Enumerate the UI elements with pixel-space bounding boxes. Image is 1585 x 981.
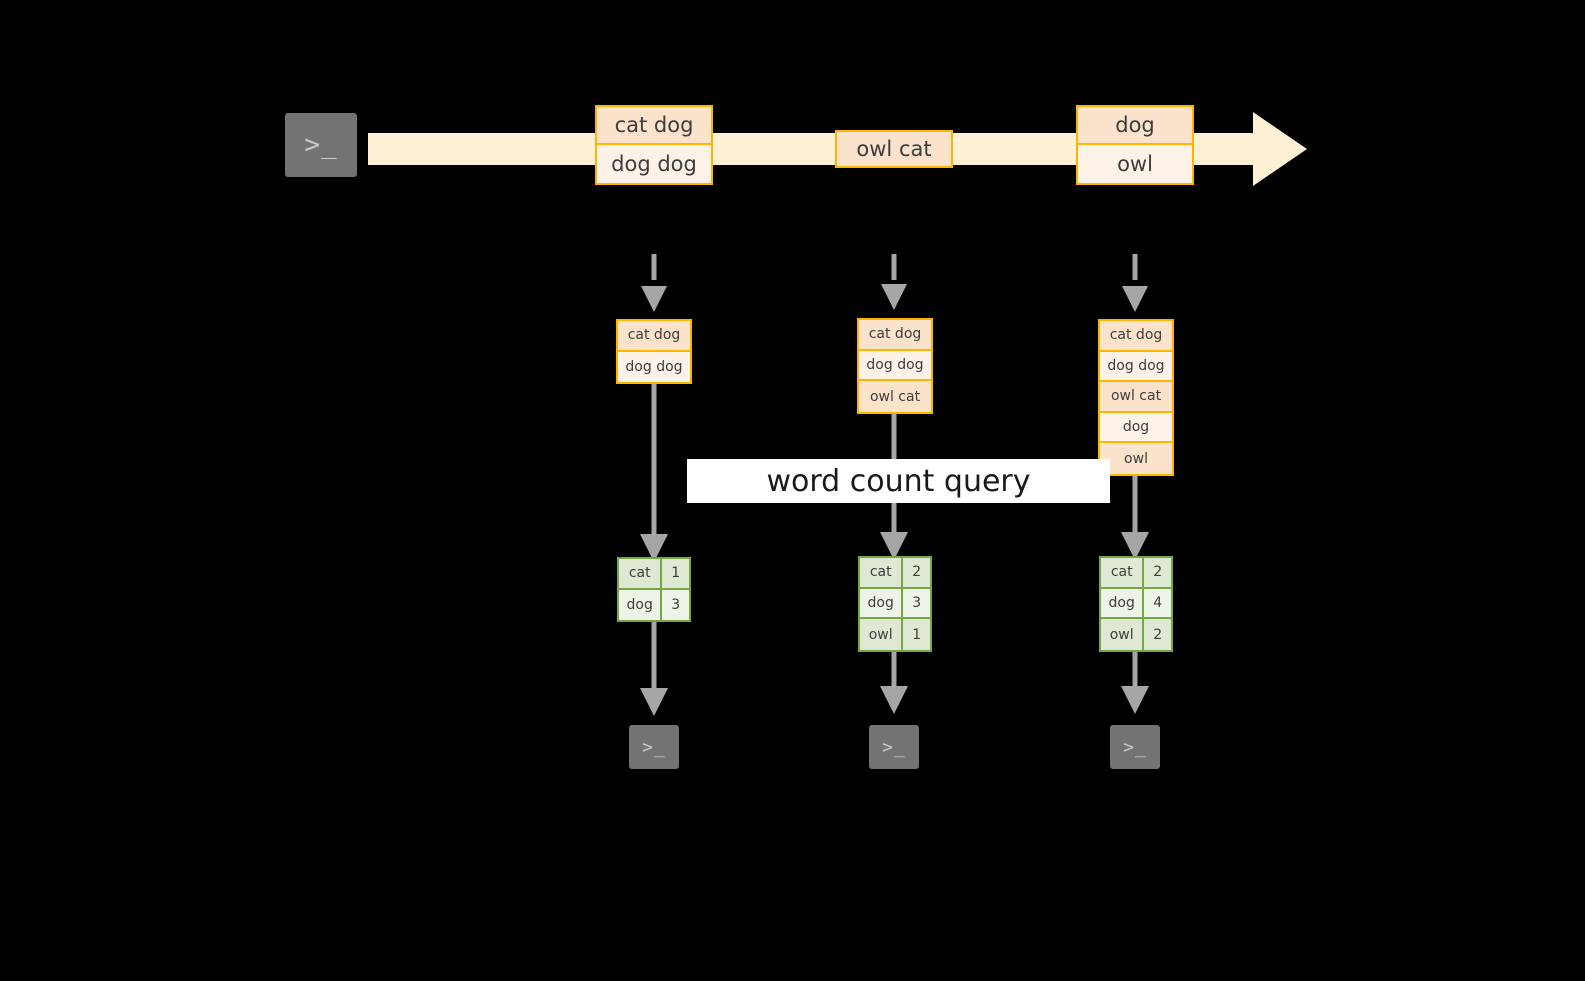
result-count: 4 — [1144, 588, 1171, 618]
result-word: owl — [860, 619, 904, 650]
state-box-trigger-1[interactable]: cat dog dog dog — [616, 319, 692, 384]
state-box-trigger-3[interactable]: cat dog dog dog owl cat dog owl — [1098, 319, 1174, 476]
result-count: 1 — [662, 559, 689, 588]
state-row: dog dog — [618, 351, 690, 382]
result-word: dog — [860, 588, 904, 618]
stream-batch-2-line-1: owl cat — [837, 132, 951, 166]
stream-batch-1[interactable]: cat dog dog dog — [595, 105, 713, 185]
state-box-trigger-2[interactable]: cat dog dog dog owl cat — [857, 318, 933, 414]
sink-terminal-icon-trigger-3[interactable]: >_ — [1101, 716, 1169, 778]
state-row: owl — [1100, 443, 1172, 474]
result-to-sink-arrows — [640, 622, 1149, 716]
table-row: owl 1 — [860, 619, 930, 650]
stream-batch-1-line-2: dog dog — [597, 145, 711, 183]
state-row: dog dog — [1100, 351, 1172, 383]
state-row: owl cat — [859, 381, 931, 412]
query-banner-label: word count query — [766, 463, 1031, 499]
stream-batch-1-line-1: cat dog — [597, 107, 711, 145]
result-count: 3 — [903, 588, 930, 618]
result-count: 2 — [1144, 619, 1171, 650]
table-row: cat 2 — [1101, 558, 1171, 589]
table-row: cat 2 — [860, 558, 930, 589]
terminal-prompt-glyph: >_ — [642, 736, 666, 758]
table-row: dog 3 — [860, 588, 930, 620]
table-row: dog 3 — [619, 589, 689, 620]
result-table-trigger-3[interactable]: cat 2 dog 4 owl 2 — [1099, 556, 1173, 652]
state-row: owl cat — [1100, 382, 1172, 413]
state-row: cat dog — [1100, 321, 1172, 352]
terminal-prompt-glyph: >_ — [304, 130, 338, 160]
state-row: dog — [1100, 412, 1172, 444]
query-banner: word count query — [687, 459, 1110, 503]
result-word: cat — [860, 558, 904, 587]
result-word: dog — [619, 589, 663, 620]
result-count: 2 — [903, 558, 930, 587]
stream-batch-3-line-1: dog — [1078, 107, 1192, 145]
stream-batch-3-line-2: owl — [1078, 145, 1192, 183]
result-word: cat — [619, 559, 663, 588]
table-row: dog 4 — [1101, 588, 1171, 620]
terminal-prompt-glyph: >_ — [1123, 736, 1147, 758]
result-count: 2 — [1144, 558, 1171, 587]
state-row: dog dog — [859, 350, 931, 382]
stream-to-state-arrows — [641, 254, 1148, 312]
source-terminal-icon[interactable]: >_ — [276, 104, 366, 186]
result-word: dog — [1101, 588, 1145, 618]
table-row: owl 2 — [1101, 619, 1171, 650]
table-row: cat 1 — [619, 559, 689, 590]
result-table-trigger-2[interactable]: cat 2 dog 3 owl 1 — [858, 556, 932, 652]
sink-terminal-icon-trigger-1[interactable]: >_ — [620, 716, 688, 778]
result-word: cat — [1101, 558, 1145, 587]
stream-batch-3[interactable]: dog owl — [1076, 105, 1194, 185]
state-row: cat dog — [618, 321, 690, 352]
result-count: 1 — [903, 619, 930, 650]
terminal-prompt-glyph: >_ — [882, 736, 906, 758]
stream-batch-2[interactable]: owl cat — [835, 130, 953, 168]
result-count: 3 — [662, 589, 689, 620]
state-row: cat dog — [859, 320, 931, 351]
sink-terminal-icon-trigger-2[interactable]: >_ — [860, 716, 928, 778]
state-to-result-arrows — [640, 384, 1149, 562]
result-table-trigger-1[interactable]: cat 1 dog 3 — [617, 557, 691, 622]
result-word: owl — [1101, 619, 1145, 650]
